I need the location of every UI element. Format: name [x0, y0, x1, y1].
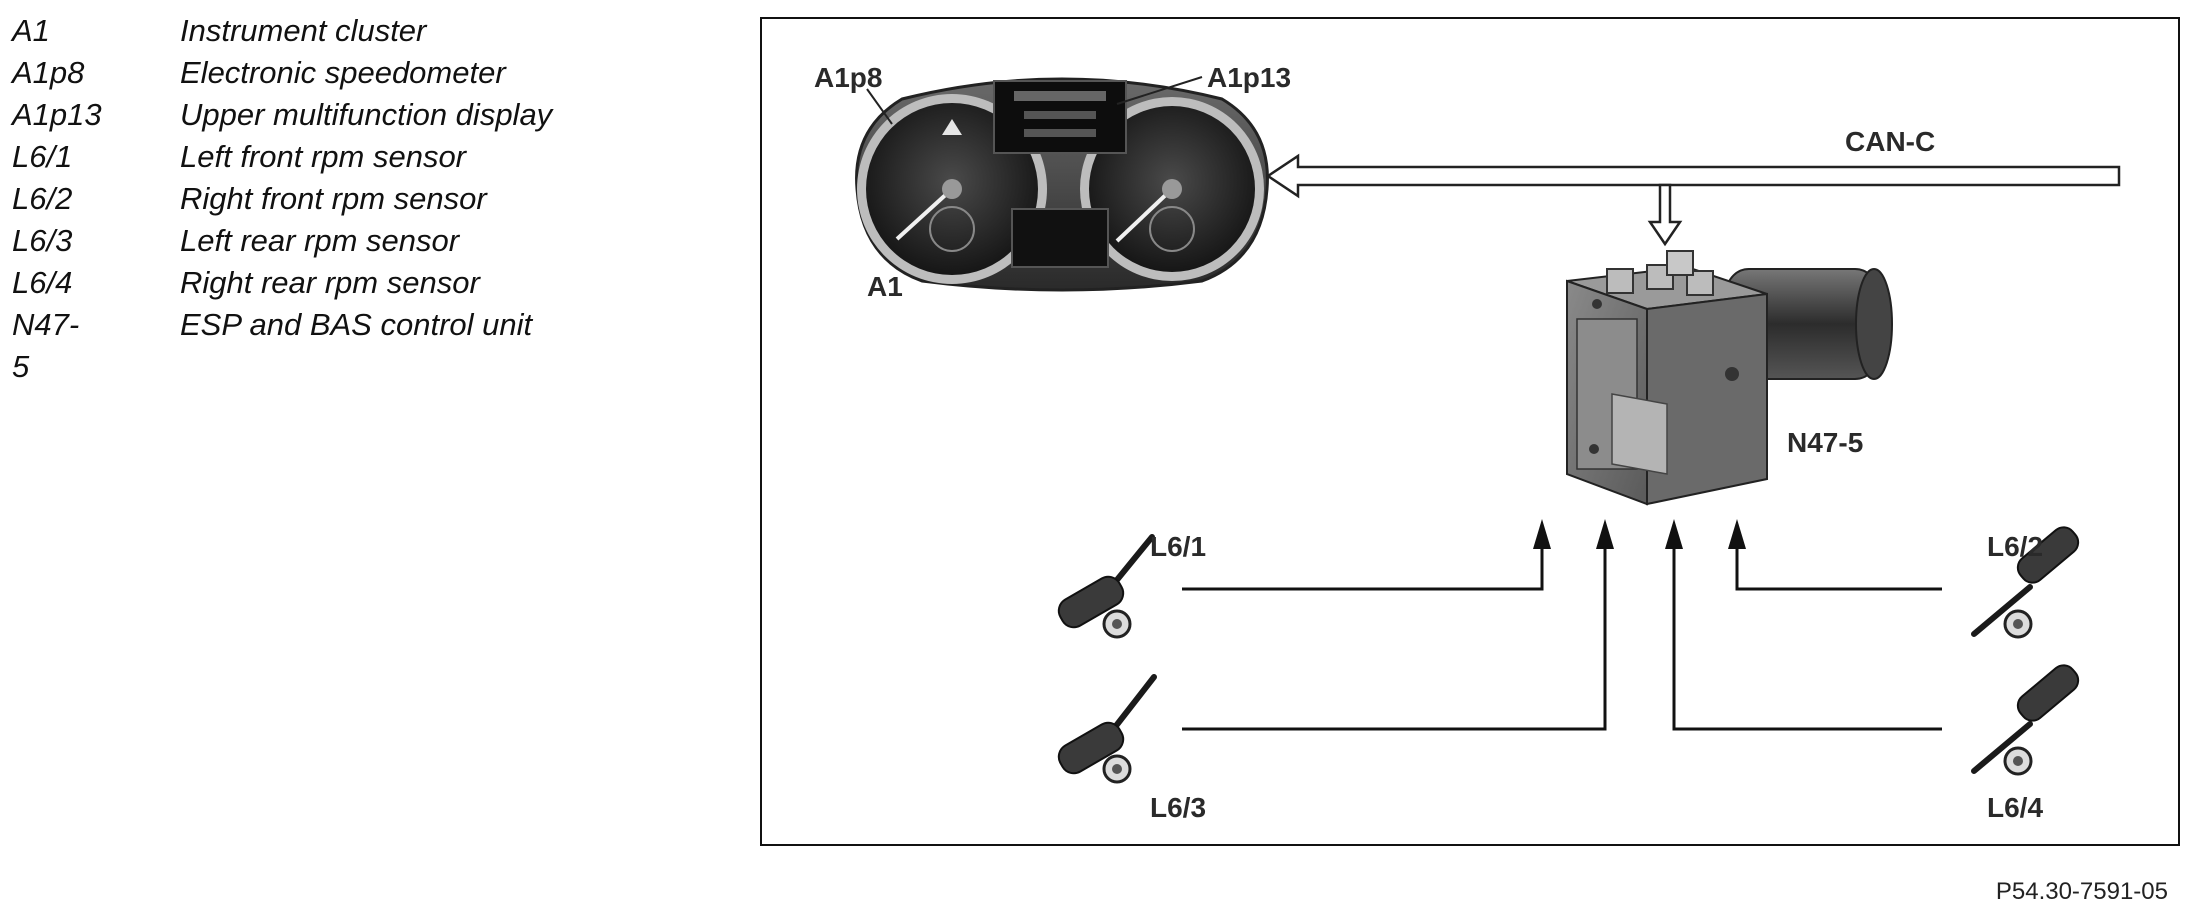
legend-desc: Left rear rpm sensor — [180, 223, 460, 258]
instrument-cluster — [855, 77, 1269, 292]
diagram-frame: A1p8 A1p13 A1 CAN-C N47-5 L6/1 L6/2 L6/3… — [760, 17, 2180, 846]
legend-desc: Electronic speedometer — [180, 55, 506, 90]
rpm-sensor-l6-2 — [1971, 526, 2080, 639]
a1p8-leader — [866, 88, 893, 125]
legend-code: N47-5 — [12, 307, 80, 384]
label-l6-4: L6/4 — [1987, 792, 2043, 823]
legend-desc: Right rear rpm sensor — [180, 265, 480, 300]
figure-reference: P54.30-7591-05 — [1995, 878, 2168, 905]
label-l6-3: L6/3 — [1150, 792, 1206, 823]
label-a1p8: A1p8 — [814, 62, 882, 93]
legend-code: A1p13 — [12, 97, 102, 132]
legend-desc: Upper multifunction display — [180, 97, 553, 132]
rpm-sensor-l6-3 — [1057, 674, 1157, 784]
label-l6-1: L6/1 — [1150, 531, 1206, 562]
can-c-branch-arrow — [1647, 183, 1683, 247]
legend-desc: Instrument cluster — [180, 13, 427, 48]
legend-desc: Right front rpm sensor — [180, 181, 487, 216]
legend-code: L6/4 — [12, 265, 73, 300]
legend-code: A1 — [12, 13, 50, 48]
label-a1p13: A1p13 — [1207, 62, 1291, 93]
can-c-bus-arrow — [1265, 153, 2121, 199]
esp-control-unit — [1566, 250, 1893, 506]
legend-code: A1p8 — [12, 55, 85, 90]
a1p13-leader — [1116, 76, 1203, 105]
label-n47-5: N47-5 — [1787, 427, 1863, 458]
rpm-sensor-l6-4 — [1971, 664, 2080, 776]
legend-code: L6/2 — [12, 181, 73, 216]
signal-line-l6-1 — [1182, 519, 1551, 591]
can-network-diagram: A1p8 A1p13 A1 CAN-C N47-5 L6/1 L6/2 L6/3… — [814, 62, 2121, 823]
signal-line-l6-2 — [1728, 519, 1942, 591]
label-l6-2: L6/2 — [1987, 531, 2043, 562]
legend-desc: ESP and BAS control unit — [180, 307, 533, 342]
signal-line-l6-3 — [1182, 519, 1614, 731]
legend-code: L6/3 — [12, 223, 73, 258]
label-can-c: CAN-C — [1845, 126, 1935, 157]
legend-code: L6/1 — [12, 139, 73, 174]
label-a1: A1 — [867, 271, 903, 302]
legend-desc: Left front rpm sensor — [180, 139, 467, 174]
signal-line-l6-4 — [1665, 519, 1942, 731]
rpm-sensor-l6-1 — [1057, 534, 1155, 639]
